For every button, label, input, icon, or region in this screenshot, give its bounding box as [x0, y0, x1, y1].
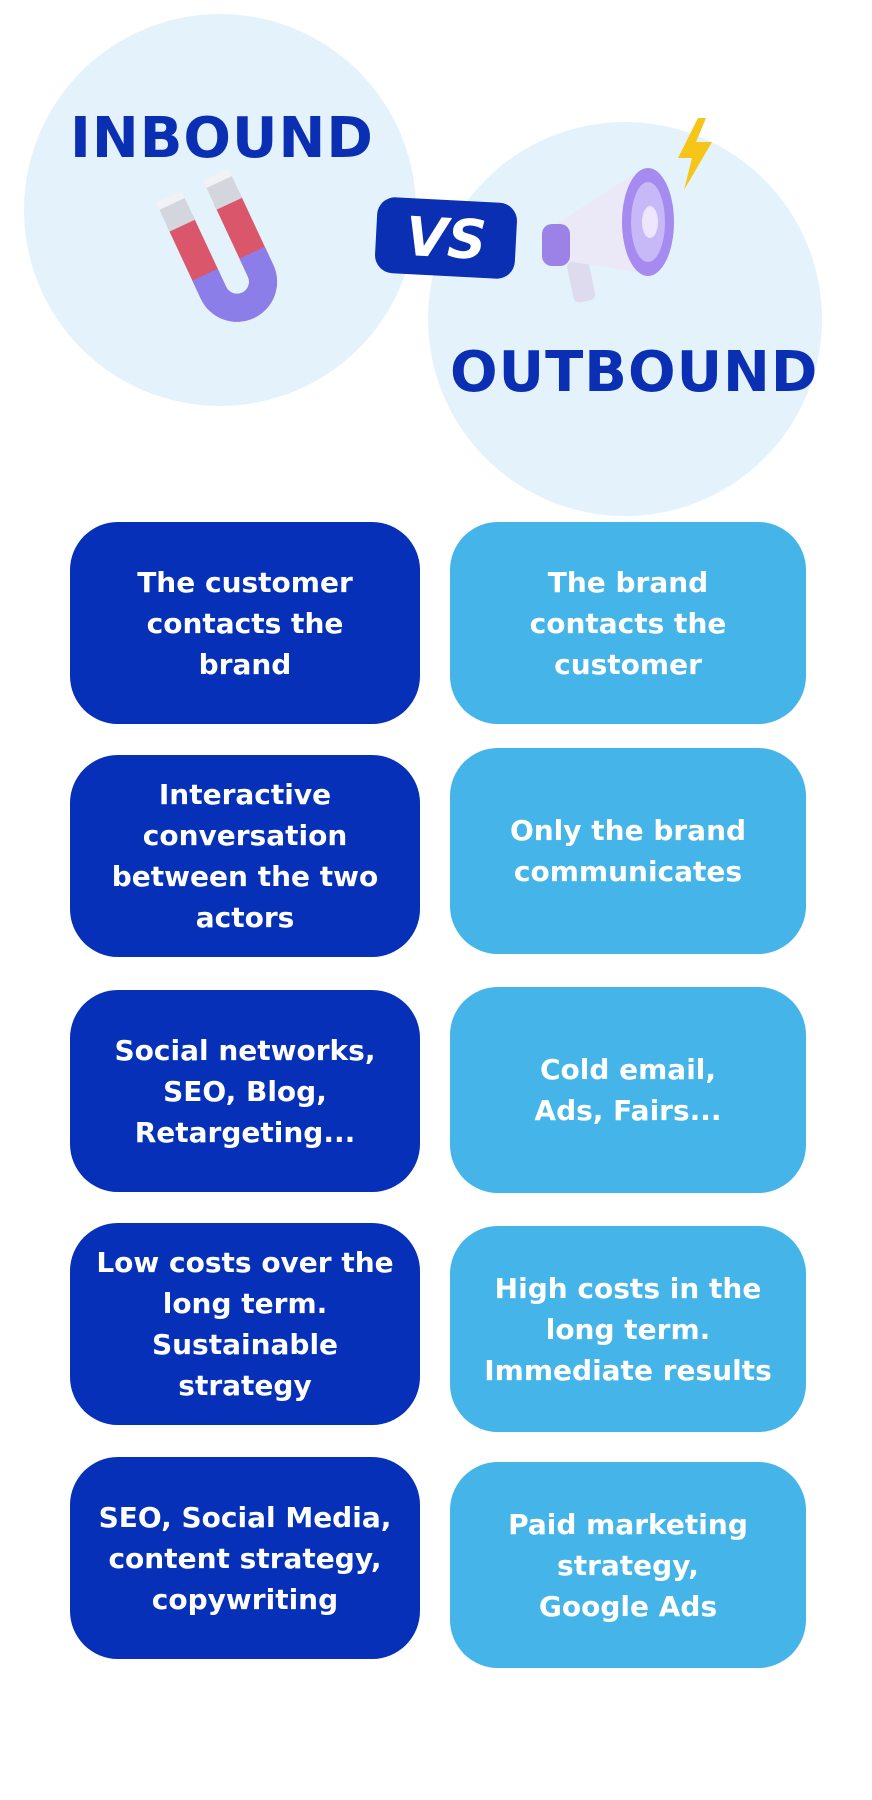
lightning-bolt-icon [678, 118, 712, 190]
megaphone-icon [542, 168, 674, 303]
inbound-card-text: The customer contacts the brand [137, 565, 353, 681]
outbound-card-4: High costs in the long term. Immediate r… [450, 1226, 806, 1432]
inbound-card-text: Social networks, SEO, Blog, Retargeting.… [114, 1033, 376, 1149]
outbound-card-text: Paid marketing strategy, Google Ads [508, 1507, 748, 1623]
outbound-card-3: Cold email, Ads, Fairs... [450, 987, 806, 1193]
outbound-title: OUTBOUND [450, 340, 819, 405]
inbound-card-text: Interactive conversation between the two… [111, 778, 379, 934]
outbound-card-text: High costs in the long term. Immediate r… [484, 1271, 772, 1387]
outbound-card-2: Only the brand communicates [450, 748, 806, 954]
inbound-card-3: Social networks, SEO, Blog, Retargeting.… [70, 990, 420, 1192]
outbound-card-text: Cold email, Ads, Fairs... [534, 1053, 722, 1127]
inbound-card-text: SEO, Social Media, content strategy, cop… [98, 1500, 392, 1616]
inbound-title: INBOUND [70, 106, 374, 171]
inbound-card-5: SEO, Social Media, content strategy, cop… [70, 1457, 420, 1659]
inbound-card-2: Interactive conversation between the two… [70, 755, 420, 957]
vs-badge: VS [374, 196, 518, 280]
outbound-card-1: The brand contacts the customer [450, 522, 806, 724]
outbound-card-5: Paid marketing strategy, Google Ads [450, 1462, 806, 1668]
outbound-card-text: Only the brand communicates [509, 814, 747, 888]
magnet-icon [155, 168, 278, 322]
inbound-card-4: Low costs over the long term. Sustainabl… [70, 1223, 420, 1425]
outbound-card-text: The brand contacts the customer [529, 565, 727, 681]
inbound-card-text: Low costs over the long term. Sustainabl… [96, 1246, 394, 1402]
inbound-card-1: The customer contacts the brand [70, 522, 420, 724]
